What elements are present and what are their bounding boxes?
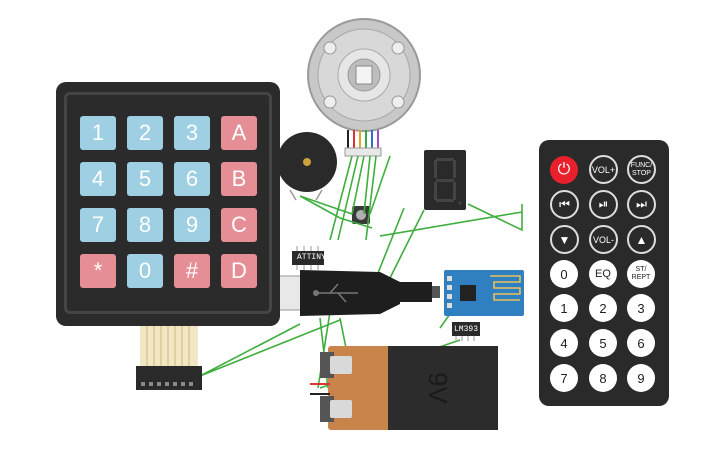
zero-button[interactable]: 0 <box>550 260 578 288</box>
keypad-key[interactable]: 5 <box>127 162 163 196</box>
next-icon: ⏭ <box>636 197 647 211</box>
digit-9-button[interactable]: 9 <box>627 364 655 392</box>
buzzer[interactable] <box>277 132 337 201</box>
keypad-ribbon-cable <box>136 326 202 390</box>
digit-3-button[interactable]: 3 <box>627 294 655 322</box>
keypad-key[interactable]: 8 <box>127 208 163 242</box>
keypad-key[interactable]: C <box>221 208 257 242</box>
next-button[interactable]: ⏭ <box>627 190 656 219</box>
digit-1-button[interactable]: 1 <box>550 294 578 322</box>
play-pause-button[interactable]: ⏯ <box>589 190 618 219</box>
dc-motor[interactable] <box>307 18 421 157</box>
vol-up-button[interactable]: VOL+ <box>589 155 618 184</box>
digit-8-button[interactable]: 8 <box>589 364 617 392</box>
digit-7-button[interactable]: 7 <box>550 364 578 392</box>
arrow-up-icon: ▲ <box>635 232 648 247</box>
power-icon: ⏻ <box>557 161 571 178</box>
pushbutton[interactable] <box>352 206 370 224</box>
up-button[interactable]: ▲ <box>627 225 656 254</box>
lm393-chip[interactable] <box>452 322 480 341</box>
keypad-key[interactable]: 3 <box>174 116 210 150</box>
battery-label: 9V <box>423 372 454 404</box>
keypad-key[interactable]: 7 <box>80 208 116 242</box>
keypad-frame <box>64 92 272 314</box>
keypad-key[interactable]: D <box>221 254 257 288</box>
esp8266-module[interactable] <box>444 270 524 316</box>
eq-button[interactable]: EQ <box>589 260 617 288</box>
prev-button[interactable]: ⏮ <box>550 190 579 219</box>
play-pause-icon: ⏯ <box>598 197 609 211</box>
ir-remote: ⏻ VOL+ FUNC/STOP ⏮ ⏯ ⏭ ▼ VOL- ▲ 0 EQ ST/… <box>539 140 669 406</box>
attiny-chip[interactable] <box>292 246 324 270</box>
keypad-key[interactable]: 4 <box>80 162 116 196</box>
usb-connector[interactable] <box>261 270 440 316</box>
digit-6-button[interactable]: 6 <box>627 329 655 357</box>
keypad-key[interactable]: 9 <box>174 208 210 242</box>
digit-2-button[interactable]: 2 <box>589 294 617 322</box>
lm393-label: LM393 <box>454 325 479 334</box>
keypad-key[interactable]: 1 <box>80 116 116 150</box>
keypad-key[interactable]: 6 <box>174 162 210 196</box>
st-rept-button[interactable]: ST/REPT <box>627 260 655 288</box>
prev-icon: ⏮ <box>559 197 570 211</box>
keypad-key[interactable]: 0 <box>127 254 163 288</box>
attiny-label: ATTINY <box>297 253 326 262</box>
arrow-down-icon: ▼ <box>558 232 571 247</box>
func-stop-button[interactable]: FUNC/STOP <box>627 155 656 184</box>
keypad-key[interactable]: B <box>221 162 257 196</box>
seven-segment-display[interactable] <box>424 150 466 210</box>
keypad-key[interactable]: # <box>174 254 210 288</box>
keypad-key[interactable]: A <box>221 116 257 150</box>
nine-volt-battery[interactable] <box>310 346 498 430</box>
digit-4-button[interactable]: 4 <box>550 329 578 357</box>
power-button[interactable]: ⏻ <box>550 156 578 184</box>
digit-5-button[interactable]: 5 <box>589 329 617 357</box>
keypad-key[interactable]: * <box>80 254 116 288</box>
down-button[interactable]: ▼ <box>550 225 579 254</box>
keypad-key[interactable]: 2 <box>127 116 163 150</box>
vol-down-button[interactable]: VOL- <box>589 225 618 254</box>
